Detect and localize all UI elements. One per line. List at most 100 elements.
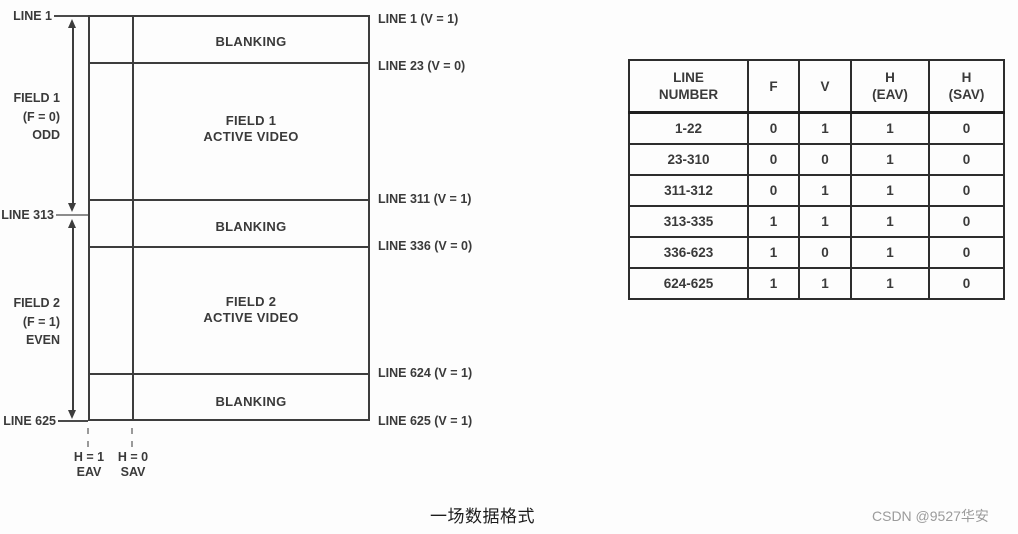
table-cell-h-sav: 0	[928, 236, 1005, 269]
field1-side-label: FIELD 1 (F = 0) ODD	[0, 89, 60, 145]
table-cell-h-sav: 0	[928, 174, 1005, 207]
field1-arrow-line	[71, 27, 74, 204]
blanking-bottom-label: BLANKING	[215, 394, 287, 409]
field1-active-video-line1: FIELD 1	[225, 113, 277, 128]
field1-arrow-down-icon	[68, 203, 76, 212]
field2-active-video-label: FIELD 2 ACTIVE VIDEO	[134, 294, 368, 326]
right-label-line-1: LINE 1 (V = 1)	[378, 12, 459, 26]
table-row: 1-22 0 1 1 0	[628, 111, 1005, 145]
table-cell-h-sav: 0	[928, 143, 1005, 176]
csdn-watermark: CSDN @9527华安	[872, 508, 989, 524]
table-cell-v: 1	[798, 205, 852, 238]
table-cell-f: 1	[747, 236, 800, 269]
field2-side-label: FIELD 2 (F = 1) EVEN	[0, 294, 60, 350]
header-f-label: F	[769, 78, 778, 94]
line-625-boundary	[88, 419, 370, 421]
header-v-label: V	[820, 78, 830, 94]
table-cell-v: 1	[798, 111, 852, 145]
table-cell-v: 0	[798, 143, 852, 176]
table-cell-line-range: 311-312	[628, 174, 749, 207]
line-625-tick	[58, 420, 88, 422]
line-1-tick	[54, 15, 88, 17]
table-cell-line-range: 23-310	[628, 143, 749, 176]
table-header-f: F	[747, 59, 800, 114]
right-label-line-23: LINE 23 (V = 0)	[378, 59, 466, 73]
line-313-tick	[56, 214, 88, 216]
field2-active-video-line1: FIELD 2	[225, 294, 277, 309]
field2-arrow-down-icon	[68, 410, 76, 419]
table-cell-f: 0	[747, 174, 800, 207]
table-cell-line-range: 1-22	[628, 111, 749, 145]
line-311-boundary	[88, 199, 370, 201]
field1-active-video-label: FIELD 1 ACTIVE VIDEO	[134, 113, 368, 145]
table-cell-h-eav: 1	[850, 174, 930, 207]
table-cell-line-range: 313-335	[628, 205, 749, 238]
table-cell-h-eav: 1	[850, 236, 930, 269]
figure-caption: 一场数据格式	[430, 507, 535, 527]
table-row: 624-625 1 1 1 0	[628, 267, 1005, 300]
right-label-line-624: LINE 624 (V = 1)	[378, 366, 473, 380]
table-cell-h-sav: 0	[928, 111, 1005, 145]
sav-label: SAV	[120, 465, 146, 479]
right-label-line-625: LINE 625 (V = 1)	[378, 414, 473, 428]
table-header-v: V	[798, 59, 852, 114]
field2-arrow-line	[71, 227, 74, 411]
header-h-eav-line2: (EAV)	[872, 87, 908, 102]
table-row: 313-335 1 1 1 0	[628, 205, 1005, 238]
header-h-sav-line2: (SAV)	[948, 87, 985, 102]
table-header-row: LINE NUMBER F V H (EAV) H (SAV)	[628, 59, 1005, 114]
line-336-boundary	[88, 246, 370, 248]
line-313-label: LINE 313	[1, 208, 54, 222]
field2-active-video-line2: ACTIVE VIDEO	[203, 310, 299, 325]
field1-arrow-up-icon	[68, 19, 76, 28]
table-cell-h-eav: 1	[850, 205, 930, 238]
line-number-table: LINE NUMBER F V H (EAV) H (SAV) 1-22 0 1	[628, 59, 1005, 300]
field2-side-line1: FIELD 2	[13, 296, 60, 310]
sav-h-level-label: H = 0	[117, 450, 149, 464]
table-cell-h-sav: 0	[928, 205, 1005, 238]
sav-divider-line	[132, 15, 134, 421]
table-row: 311-312 0 1 1 0	[628, 174, 1005, 207]
header-h-eav-line1: H	[885, 70, 895, 85]
table-row: 23-310 0 0 1 0	[628, 143, 1005, 176]
table-cell-h-eav: 1	[850, 111, 930, 145]
field2-side-line2: (F = 1)	[22, 314, 60, 329]
field2-side-line3: EVEN	[25, 333, 60, 347]
table-cell-v: 1	[798, 267, 852, 300]
line-1-label: LINE 1	[13, 9, 52, 23]
line-23-boundary	[88, 62, 370, 64]
table-cell-v: 1	[798, 174, 852, 207]
right-label-line-311: LINE 311 (V = 1)	[378, 192, 472, 206]
blanking-top-label: BLANKING	[215, 34, 287, 49]
table-cell-line-range: 624-625	[628, 267, 749, 300]
field1-active-video-line2: ACTIVE VIDEO	[203, 129, 299, 144]
eav-h-level-label: H = 1	[73, 450, 105, 464]
box-right-edge	[368, 15, 370, 421]
table-cell-f: 0	[747, 111, 800, 145]
table-cell-f: 1	[747, 267, 800, 300]
header-h-sav-line1: H	[961, 70, 972, 85]
table-cell-line-range: 336-623	[628, 236, 749, 269]
right-label-line-336: LINE 336 (V = 0)	[378, 239, 473, 253]
blanking-mid-label: BLANKING	[215, 219, 287, 234]
header-line-number-line2: NUMBER	[658, 87, 719, 102]
sav-dashed-tick	[131, 428, 133, 447]
line-1-boundary	[88, 15, 370, 17]
header-line-number-line1: LINE	[673, 70, 704, 85]
table-cell-h-eav: 1	[850, 267, 930, 300]
line-624-boundary	[88, 373, 370, 375]
field1-side-line3: ODD	[32, 128, 60, 142]
table-header-h-sav: H (SAV)	[928, 59, 1005, 114]
table-cell-f: 1	[747, 205, 800, 238]
eav-dashed-tick	[87, 428, 89, 447]
field1-side-line2: (F = 0)	[22, 109, 60, 124]
table-cell-h-eav: 1	[850, 143, 930, 176]
table-cell-f: 0	[747, 143, 800, 176]
table-cell-h-sav: 0	[928, 267, 1005, 300]
table-cell-v: 0	[798, 236, 852, 269]
field2-arrow-up-icon	[68, 219, 76, 228]
eav-label: EAV	[76, 465, 102, 479]
table-header-line-number: LINE NUMBER	[628, 59, 749, 114]
field1-side-line1: FIELD 1	[13, 91, 60, 105]
